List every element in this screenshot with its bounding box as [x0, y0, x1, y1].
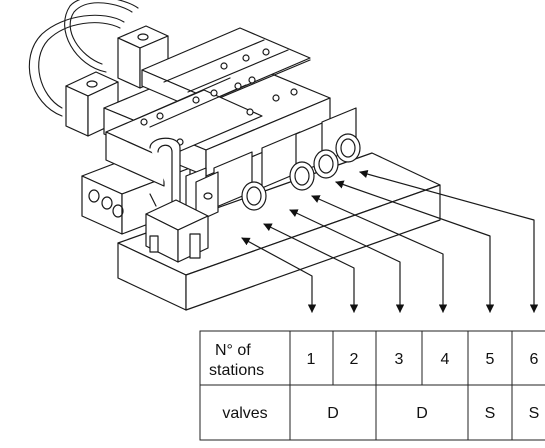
station-number: 4	[441, 351, 450, 368]
manual-override-knobs	[241, 133, 361, 211]
sub-d-connector	[145, 137, 209, 263]
arrow-station-6	[359, 169, 539, 313]
station-number: 2	[350, 351, 359, 368]
manifold-ports	[88, 189, 124, 218]
valve-type: D	[416, 405, 428, 422]
valve-type: D	[327, 405, 339, 422]
valve-top-holes	[140, 48, 298, 146]
valve-type: S	[485, 405, 496, 422]
station-arrows	[241, 169, 539, 313]
station-number: 1	[307, 351, 316, 368]
table-row-label-valves: valves	[222, 405, 267, 422]
table-header-label-line2: stations	[209, 362, 264, 379]
table-header-label-line1: N° of	[215, 342, 251, 359]
solenoid-cables	[28, 0, 139, 117]
station-number: 3	[395, 351, 404, 368]
station-table	[199, 330, 545, 441]
front-solenoid	[195, 171, 219, 223]
valve-type: S	[529, 405, 540, 422]
station-number: 6	[530, 351, 539, 368]
station-number: 5	[486, 351, 495, 368]
